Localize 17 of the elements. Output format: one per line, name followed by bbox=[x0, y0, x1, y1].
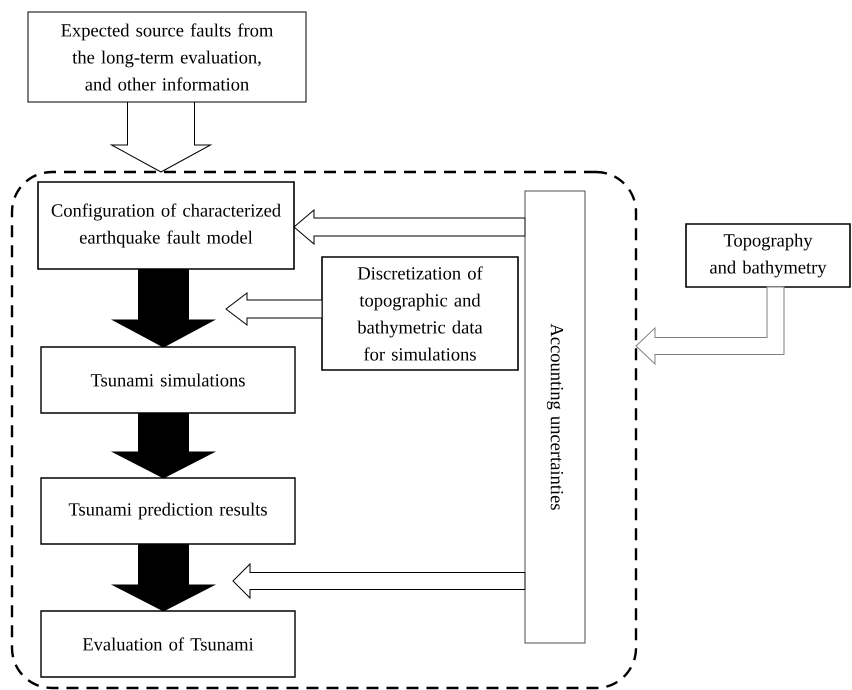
process-box: Tsunami prediction results bbox=[40, 477, 296, 545]
input-box: Topography and bathymetry bbox=[685, 223, 851, 288]
dashed-frame bbox=[10, 170, 638, 690]
vertical-box: Accounting uncertainties bbox=[524, 190, 586, 644]
process-box: Evaluation of Tsunami bbox=[40, 610, 296, 678]
block-arrow bbox=[110, 544, 216, 612]
block-arrow bbox=[293, 208, 526, 246]
block-arrow bbox=[110, 412, 216, 479]
process-box: Tsunami simulations bbox=[40, 346, 296, 414]
block-arrow bbox=[225, 292, 322, 326]
block-arrow bbox=[110, 102, 212, 173]
process-box: Configuration of characterized earthquake fault model bbox=[37, 181, 295, 270]
process-box: Discretization of topographic and bathymetric data for simulations bbox=[321, 256, 519, 371]
block-arrow bbox=[232, 562, 526, 600]
block-arrow bbox=[111, 268, 216, 348]
input-box: Expected source faults from the long-term evaluation, and other information bbox=[28, 12, 306, 102]
elbow-arrow bbox=[635, 286, 784, 366]
